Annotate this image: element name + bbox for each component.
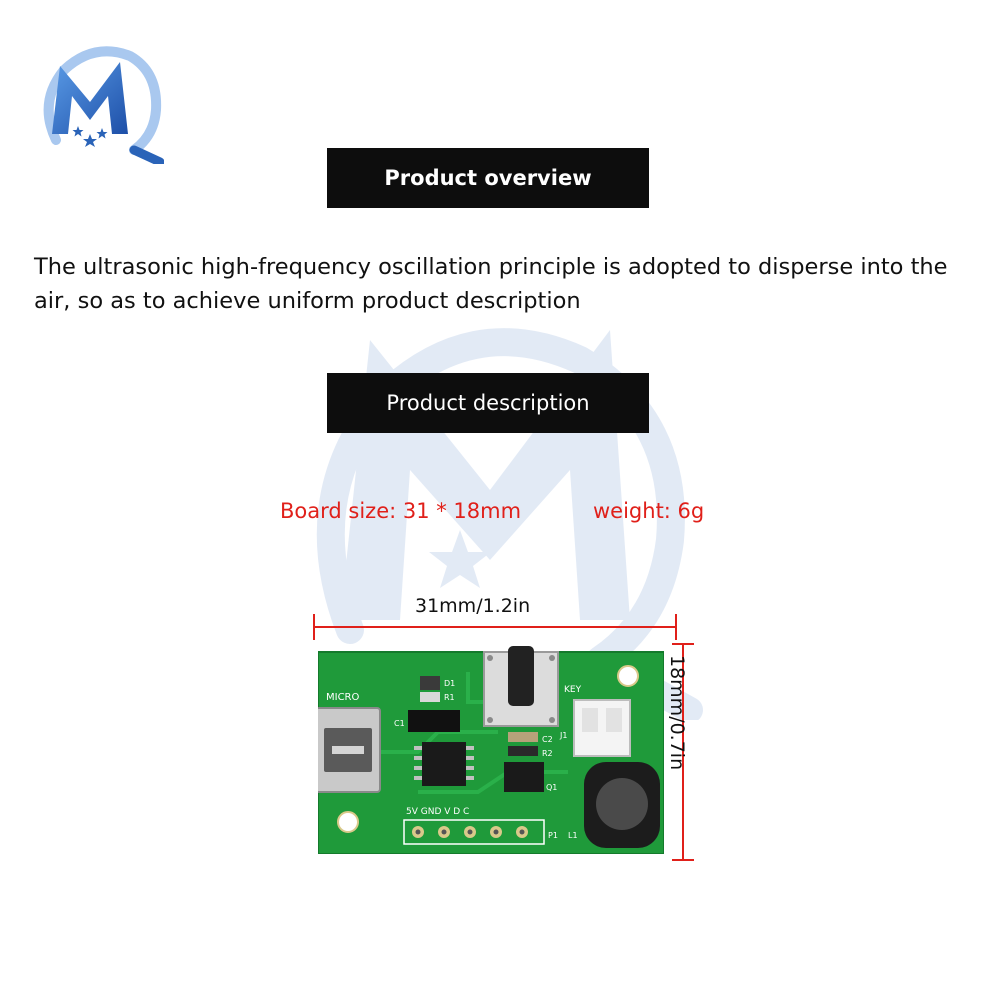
svg-text:5V GND V D C: 5V GND V D C (406, 807, 469, 817)
svg-text:L1: L1 (568, 831, 578, 840)
height-dimension-tick-top (672, 643, 694, 645)
svg-text:J1: J1 (559, 731, 567, 740)
width-dimension-label: 31mm/1.2in (415, 595, 531, 617)
svg-text:R1: R1 (444, 693, 455, 702)
mounting-hole-icon (337, 811, 359, 833)
svg-text:KEY: KEY (564, 685, 582, 695)
svg-text:D1: D1 (444, 679, 455, 688)
svg-text:C2: C2 (542, 735, 553, 744)
height-dimension-tick-bottom (672, 859, 694, 861)
svg-text:C1: C1 (394, 719, 405, 728)
width-dimension-tick-left (313, 614, 315, 640)
product-overview-text: The ultrasonic high-frequency oscillatio… (34, 254, 948, 314)
board-size-spec: Board size: 31 * 18mm (280, 499, 522, 523)
product-overview-banner: Product overview (327, 148, 649, 208)
width-dimension-line (314, 626, 676, 628)
ic-chip-icon (422, 742, 466, 786)
svg-text:P1: P1 (548, 831, 558, 840)
micro-label: MICRO (326, 692, 360, 703)
product-description-banner: Product description (327, 373, 649, 433)
width-dimension-tick-right (675, 614, 677, 640)
svg-text:R2: R2 (542, 749, 553, 758)
brand-logo-icon (43, 46, 164, 164)
height-dimension-label: 18mm/0.7in (666, 655, 688, 771)
product-overview-title: Product overview (384, 166, 592, 190)
pcb-board-image: MICRO D1 R1 C1 KEY C2 R2 Q1 J1 L1 5V GND… (318, 646, 664, 854)
svg-text:Q1: Q1 (546, 783, 557, 792)
height-dimension-line (682, 643, 684, 861)
product-description-title: Product description (386, 391, 590, 415)
weight-spec: weight: 6g (593, 499, 705, 523)
mounting-hole-icon (617, 665, 639, 687)
